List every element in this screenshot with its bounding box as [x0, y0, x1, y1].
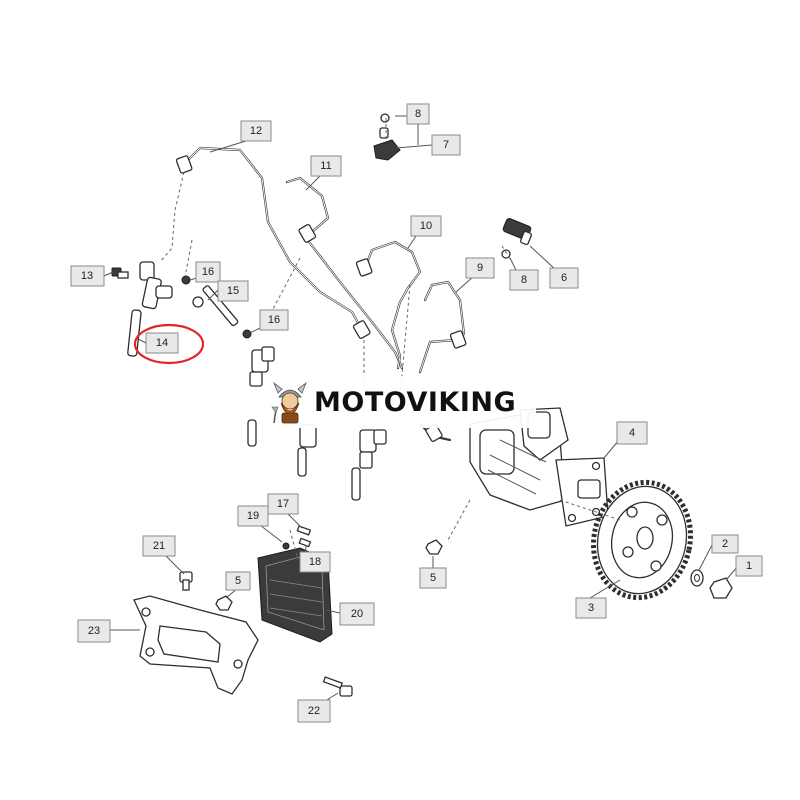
- svg-text:10: 10: [420, 220, 432, 232]
- callout-14: 14: [145, 332, 179, 354]
- svg-text:18: 18: [309, 556, 321, 568]
- watermark-brand-text: MOTOVIKING: [314, 386, 517, 418]
- callout-18: 18: [299, 551, 331, 573]
- fasteners-17-19: [282, 525, 312, 550]
- callout-13: 13: [70, 265, 105, 287]
- svg-text:7: 7: [443, 139, 449, 151]
- injector-2: [247, 346, 275, 447]
- svg-text:14: 14: [156, 337, 168, 349]
- svg-text:4: 4: [629, 427, 635, 439]
- callout-12: 12: [240, 120, 272, 142]
- callout-2: 2: [711, 534, 739, 554]
- callout-1: 1: [735, 555, 763, 577]
- svg-text:8: 8: [521, 274, 527, 286]
- injection-line-11: [285, 176, 404, 370]
- svg-text:16: 16: [202, 266, 214, 278]
- sensor-6: [502, 218, 533, 246]
- svg-text:2: 2: [722, 538, 728, 550]
- callout-6: 6: [549, 267, 579, 289]
- svg-text:23: 23: [88, 625, 100, 637]
- callout-22: 22: [297, 699, 331, 723]
- svg-text:1: 1: [746, 560, 752, 572]
- washer-2: [690, 569, 704, 587]
- control-bracket: [133, 595, 259, 695]
- callout-23: 23: [77, 619, 111, 643]
- injection-line-10: [355, 240, 422, 370]
- bracket-7: [373, 113, 401, 161]
- callout-8: 8: [406, 103, 430, 125]
- svg-text:17: 17: [277, 498, 289, 510]
- watermark-banner: MOTOVIKING: [264, 376, 536, 428]
- callout-4: 4: [616, 421, 648, 445]
- svg-text:12: 12: [250, 125, 262, 137]
- callout-8b: 8: [509, 269, 539, 291]
- callout-5: 5: [419, 567, 447, 589]
- callout-9: 9: [465, 257, 495, 279]
- callout-15: 15: [217, 280, 249, 302]
- callout-11: 11: [310, 155, 342, 177]
- svg-text:8: 8: [415, 108, 421, 120]
- callout-16a: 16: [195, 261, 221, 283]
- callout-3: 3: [575, 597, 607, 619]
- injection-line-12: [175, 146, 371, 339]
- svg-text:3: 3: [588, 602, 594, 614]
- svg-text:11: 11: [320, 160, 331, 172]
- callout-7: 7: [431, 134, 461, 156]
- svg-text:5: 5: [430, 572, 436, 584]
- svg-text:20: 20: [351, 608, 363, 620]
- callout-5b: 5: [225, 571, 251, 591]
- nut-5: [425, 539, 443, 555]
- bolt-21: [179, 571, 193, 591]
- injector-front: [127, 261, 173, 357]
- nut-1: [709, 577, 733, 599]
- return-line-bottom: [418, 422, 452, 442]
- highlight-ring: [133, 323, 205, 365]
- injector-3: [297, 424, 317, 477]
- callout-17: 17: [267, 493, 299, 515]
- injector-4: [351, 429, 387, 501]
- svg-text:13: 13: [81, 270, 93, 282]
- pump-drive-gear: [591, 479, 693, 601]
- svg-text:16: 16: [268, 314, 280, 326]
- screw-8b: [501, 249, 511, 259]
- callout-20: 20: [339, 602, 375, 626]
- nozzle-holder-clamp-13: [111, 267, 129, 279]
- svg-text:19: 19: [247, 510, 259, 522]
- washer-16b: [242, 329, 252, 339]
- callout-19: 19: [237, 505, 269, 527]
- svg-text:15: 15: [227, 285, 239, 297]
- viking-mascot-icon: [271, 381, 307, 424]
- injection-line-9: [418, 280, 467, 374]
- washer-16a: [181, 275, 191, 285]
- bolt-22: [322, 676, 353, 697]
- nut-5b: [215, 595, 233, 611]
- callout-21: 21: [142, 535, 176, 557]
- callout-10: 10: [410, 215, 442, 237]
- svg-text:5: 5: [235, 575, 241, 587]
- svg-text:6: 6: [561, 272, 567, 284]
- callout-16b: 16: [259, 309, 289, 331]
- svg-text:22: 22: [308, 705, 320, 717]
- svg-text:21: 21: [153, 540, 165, 552]
- svg-text:9: 9: [477, 262, 483, 274]
